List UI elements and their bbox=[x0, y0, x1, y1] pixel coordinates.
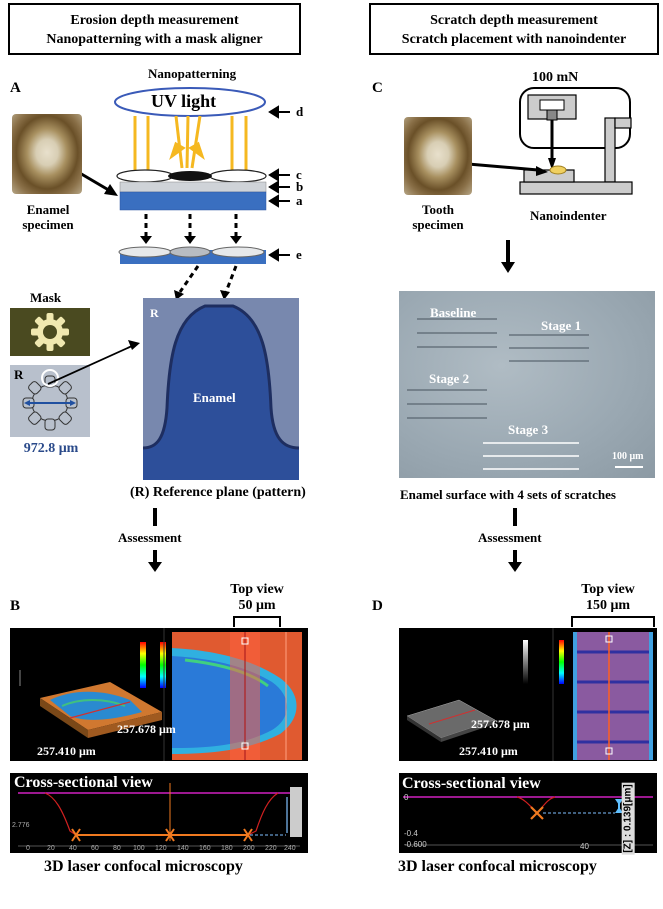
panel-label-c: C bbox=[372, 80, 383, 96]
mask-label: Mask bbox=[30, 290, 62, 305]
nanopatterning-diagram bbox=[77, 87, 290, 300]
gear-icon bbox=[31, 313, 69, 351]
left-title-box: Erosion depth measurement Nanopatterning… bbox=[8, 3, 301, 55]
tooth-specimen-photo bbox=[404, 117, 472, 195]
cross-title-d: Cross-sectional view bbox=[402, 775, 541, 792]
letter-e: e bbox=[296, 247, 302, 262]
right-title-line1: Scratch depth measurement bbox=[430, 13, 598, 28]
mask-center bbox=[168, 171, 212, 181]
baseline-label: Baseline bbox=[430, 305, 477, 320]
tick-4: 80 bbox=[113, 845, 121, 852]
top-view-bracket-d bbox=[571, 616, 655, 627]
mask-to-micro-arrow bbox=[47, 340, 140, 385]
mask-schematic bbox=[10, 365, 90, 437]
enamel-micrograph bbox=[143, 298, 299, 480]
mask-width-label: 972.8 μm bbox=[23, 441, 79, 456]
dim-x-d: 257.678 μm bbox=[471, 717, 530, 731]
micro-enamel-label: Enamel bbox=[193, 390, 236, 405]
dim-x-b: 257.678 μm bbox=[117, 722, 176, 736]
enamel-specimen-line1: Enamel bbox=[26, 202, 70, 217]
right-title-box: Scratch depth measurement Scratch placem… bbox=[369, 3, 659, 55]
dim-y-b: 257.410 μm bbox=[37, 744, 96, 758]
enamel-specimen-line2: specimen bbox=[22, 217, 74, 232]
stage3-label: Stage 3 bbox=[508, 422, 549, 437]
surface-caption: Enamel surface with 4 sets of scratches bbox=[400, 487, 616, 502]
nanopatterning-label: Nanopatterning bbox=[148, 66, 237, 81]
top-view-size-b: 50 μm bbox=[238, 598, 276, 613]
tooth-specimen-line1: Tooth bbox=[421, 202, 455, 217]
gear-outline-icon bbox=[22, 369, 78, 431]
tick-0: 0 bbox=[26, 845, 30, 852]
cross-section-d bbox=[399, 773, 657, 853]
left-title-line2: Nanopatterning with a mask aligner bbox=[46, 32, 263, 47]
panel-label-a: A bbox=[10, 80, 21, 96]
tooth-specimen-line2: specimen bbox=[412, 217, 464, 232]
stage1-label: Stage 1 bbox=[541, 318, 582, 333]
cross-y-tick-1: -0.4 bbox=[404, 829, 418, 838]
depth-readout: [Z] : 0.139[μm] bbox=[621, 782, 635, 855]
tooth-specimen-label: Tooth specimen bbox=[398, 202, 478, 232]
right-title-line2: Scratch placement with nanoindenter bbox=[401, 32, 627, 47]
method-caption-b: 3D laser confocal microscopy bbox=[44, 858, 243, 875]
assessment-arrow-right bbox=[508, 508, 522, 572]
letter-d: d bbox=[296, 104, 304, 119]
top-view-bracket-b bbox=[233, 616, 281, 627]
tick-12: 240 bbox=[284, 845, 296, 852]
letter-c: c bbox=[296, 167, 302, 182]
top-view-d: Top view bbox=[581, 582, 635, 597]
mask-r-label: R bbox=[14, 367, 24, 382]
cross-y-tick-0: 0 bbox=[404, 793, 409, 802]
nanoindenter-label: Nanoindenter bbox=[530, 208, 607, 223]
panel-label-b: B bbox=[10, 598, 21, 614]
mask-photo bbox=[10, 308, 90, 356]
stage2-label: Stage 2 bbox=[429, 371, 470, 386]
assessment-label-right: Assessment bbox=[478, 530, 542, 545]
method-caption-d: 3D laser confocal microscopy bbox=[398, 858, 597, 875]
process-arrows bbox=[144, 214, 238, 236]
tick-1: 20 bbox=[47, 845, 55, 852]
cross-y-label-b: 2.776 bbox=[12, 822, 30, 829]
top-view-size-d: 150 μm bbox=[585, 598, 631, 613]
force-label: 100 mN bbox=[532, 70, 579, 85]
scale-bar-label: 100 μm bbox=[612, 451, 644, 462]
scratch-surface-image bbox=[399, 291, 655, 478]
micro-r-label: R bbox=[150, 306, 159, 320]
cross-y-tick-2: -0.600 bbox=[404, 840, 427, 849]
letter-b: b bbox=[296, 179, 304, 194]
cross-ticks-b: 0 20 40 60 80 100 120 140 160 180 200 22… bbox=[26, 845, 296, 855]
tick-11: 220 bbox=[265, 845, 277, 852]
cross-title-b: Cross-sectional view bbox=[14, 774, 153, 791]
tick-3: 60 bbox=[91, 845, 99, 852]
top-view-label-d: Top view 150 μm bbox=[568, 582, 648, 614]
top-view-b: Top view bbox=[230, 582, 284, 597]
enamel-block bbox=[119, 191, 267, 211]
tick-10: 200 bbox=[243, 845, 255, 852]
uv-light-label: UV light bbox=[151, 91, 217, 111]
confocal-view-b bbox=[10, 628, 308, 761]
tick-8: 160 bbox=[199, 845, 211, 852]
tick-6: 120 bbox=[155, 845, 167, 852]
tick-2: 40 bbox=[69, 845, 77, 852]
tick-5: 100 bbox=[133, 845, 145, 852]
assessment-arrow-left bbox=[148, 508, 162, 572]
cross-section-b bbox=[10, 773, 308, 853]
down-arrow-c bbox=[501, 240, 515, 273]
cross-x-tick-d: 40 bbox=[580, 842, 589, 851]
tick-9: 180 bbox=[221, 845, 233, 852]
dim-y-d: 257.410 μm bbox=[459, 744, 518, 758]
reference-plane-caption: (R) Reference plane (pattern) bbox=[130, 485, 306, 500]
confocal-view-d bbox=[399, 628, 657, 761]
panel-label-d: D bbox=[372, 598, 383, 614]
nanoindenter-diagram bbox=[467, 87, 633, 195]
assessment-label-left: Assessment bbox=[118, 530, 182, 545]
enamel-specimen-photo bbox=[12, 114, 82, 194]
enamel-specimen-label: Enamel specimen bbox=[8, 202, 88, 232]
uv-light-ellipse bbox=[114, 87, 266, 117]
tick-7: 140 bbox=[177, 845, 189, 852]
left-title-line1: Erosion depth measurement bbox=[70, 13, 239, 28]
letter-a: a bbox=[296, 193, 303, 208]
top-view-label-b: Top view 50 μm bbox=[222, 582, 292, 614]
